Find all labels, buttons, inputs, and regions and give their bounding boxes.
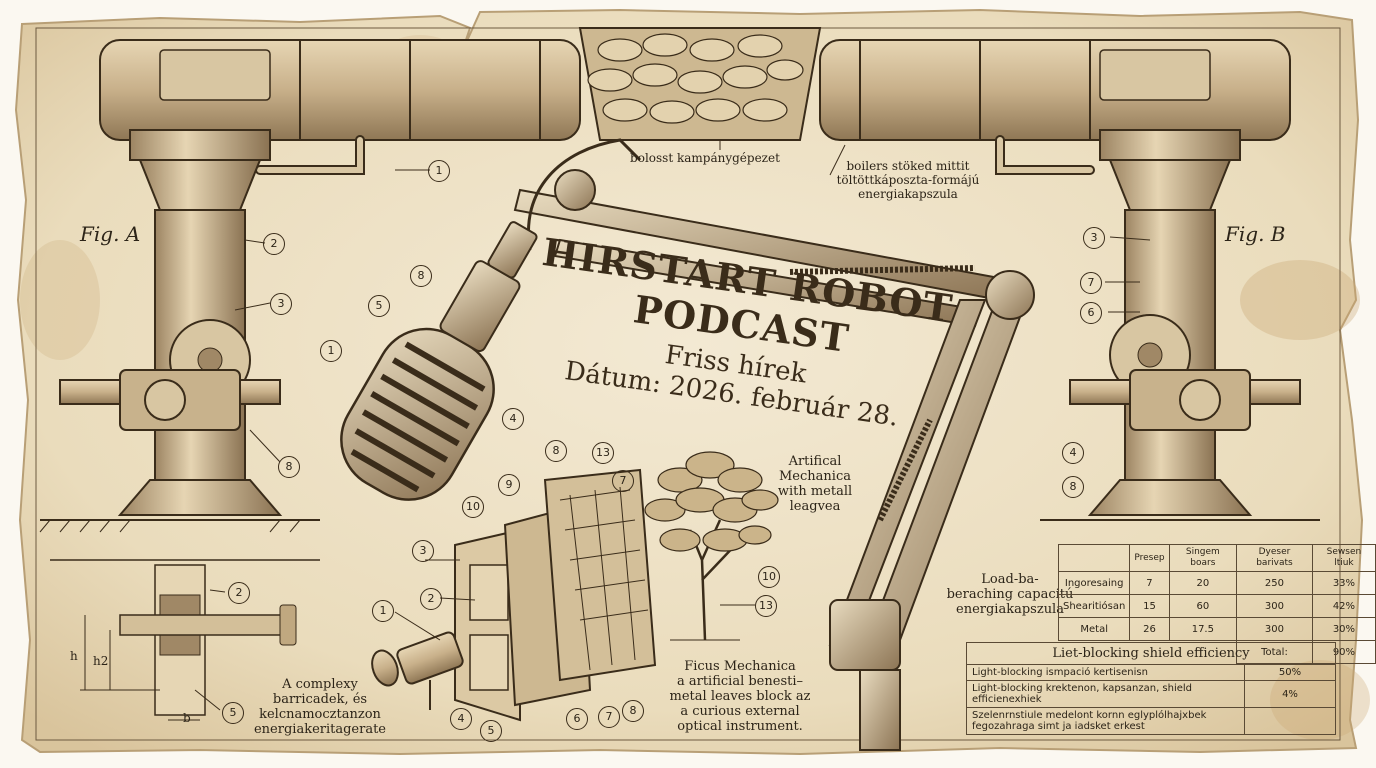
table-row: Light-blocking ismpació kertisenisn 50% xyxy=(966,664,1336,681)
table-cell xyxy=(1244,707,1336,735)
annotation-top-center: bolosst kampánygépezet xyxy=(630,151,780,165)
callout-number: 6 xyxy=(566,708,588,730)
annotation-ficus: Ficus Mechanica a artificial benesti– me… xyxy=(669,659,811,734)
table-row: Metal 26 17.5 300 30% xyxy=(1057,617,1376,641)
callout-number: 3 xyxy=(270,293,292,315)
callout-number: 8 xyxy=(622,700,644,722)
callout-number: 8 xyxy=(278,456,300,478)
fig-a-label: Fig. A xyxy=(80,222,141,246)
table-cell: 42% xyxy=(1311,594,1376,618)
table-header-cell: Sewsen ltiuk xyxy=(1311,544,1376,572)
callout-number: 1 xyxy=(428,160,450,182)
table-cell: 33% xyxy=(1311,571,1376,595)
dimension-h2: h2 xyxy=(93,654,109,668)
callout-number: 7 xyxy=(1080,272,1102,294)
callout-number: 2 xyxy=(263,233,285,255)
table-row: Szelenrnstiule medelont kornn eglyplólha… xyxy=(966,707,1336,735)
table-cell: 17.5 xyxy=(1168,617,1238,641)
dimension-h: h xyxy=(70,649,78,663)
shield-table-title: Liet-blocking shield efficiency xyxy=(966,642,1336,665)
table-cell: Shearitiósan xyxy=(1057,594,1131,618)
callout-number: 4 xyxy=(502,408,524,430)
table-cell: 60 xyxy=(1168,594,1238,618)
table-cell: 300 xyxy=(1236,617,1313,641)
table-row: Shearitiósan 15 60 300 42% xyxy=(1057,594,1376,618)
table-cell: Metal xyxy=(1057,617,1131,641)
callout-number: 8 xyxy=(1062,476,1084,498)
annotation-top-right: boilers stöked mittit töltöttkáposzta-fo… xyxy=(836,159,980,201)
callout-number: 1 xyxy=(372,600,394,622)
table-cell: 300 xyxy=(1236,594,1313,618)
torn-paper xyxy=(14,8,1364,756)
callout-number: 3 xyxy=(1083,227,1105,249)
annotation-load: Load-ba- beraching capacitú energiakapsz… xyxy=(946,572,1074,617)
callout-number: 4 xyxy=(1062,442,1084,464)
fig-b-label: Fig. B xyxy=(1225,222,1286,246)
table-header-cell: Presep xyxy=(1129,544,1170,572)
table-cell: Ingoresaing xyxy=(1057,571,1131,595)
table-cell: 7 xyxy=(1129,571,1170,595)
table-header-cell: Singem boars xyxy=(1168,544,1238,572)
table-cell: 30% xyxy=(1311,617,1376,641)
callout-number: 10 xyxy=(462,496,484,518)
table-cell: 4% xyxy=(1244,680,1336,708)
callout-number: 7 xyxy=(598,706,620,728)
callout-number: 5 xyxy=(480,720,502,742)
callout-number: 5 xyxy=(368,295,390,317)
table-cell: 50% xyxy=(1244,664,1336,681)
annotation-complex: A complexy barricadek, és kelcnamocztanz… xyxy=(253,677,387,737)
callout-number: 2 xyxy=(228,582,250,604)
annotation-tree: Artifical Mechanica with metall leagvea xyxy=(777,454,853,514)
table-header-row: Liet-blocking shield efficiency xyxy=(966,642,1336,665)
table-row: Ingoresaing 7 20 250 33% xyxy=(1057,571,1376,595)
callout-number: 3 xyxy=(412,540,434,562)
dimension-b: b xyxy=(183,711,191,725)
callout-number: 9 xyxy=(498,474,520,496)
table-header-row: Presep Singem boars Dyeser barivats Sews… xyxy=(1057,544,1376,572)
table-cell: 250 xyxy=(1236,571,1313,595)
table-cell: Light-blocking ismpació kertisenisn xyxy=(966,664,1245,681)
callout-number: 7 xyxy=(612,470,634,492)
table-row: Light-blocking krektenon, kapsanzan, shi… xyxy=(966,680,1336,708)
table-cell: Szelenrnstiule medelont kornn eglyplólha… xyxy=(966,707,1245,735)
callout-number: 13 xyxy=(755,595,777,617)
callout-number: 10 xyxy=(758,566,780,588)
callout-number: 1 xyxy=(320,340,342,362)
callout-number: 2 xyxy=(420,588,442,610)
callout-number: 6 xyxy=(1080,302,1102,324)
shield-efficiency-table: Liet-blocking shield efficiency Light-bl… xyxy=(966,642,1336,735)
table-header-cell: Dyeser barivats xyxy=(1236,544,1313,572)
callout-number: 8 xyxy=(410,265,432,287)
table-header-cell xyxy=(1057,544,1131,572)
callout-number: 5 xyxy=(222,702,244,724)
table-cell: Light-blocking krektenon, kapsanzan, shi… xyxy=(966,680,1245,708)
callout-number: 8 xyxy=(545,440,567,462)
table-cell: 26 xyxy=(1129,617,1170,641)
callout-number: 13 xyxy=(592,442,614,464)
table-cell: 15 xyxy=(1129,594,1170,618)
table-cell: 20 xyxy=(1168,571,1238,595)
callout-number: 4 xyxy=(450,708,472,730)
